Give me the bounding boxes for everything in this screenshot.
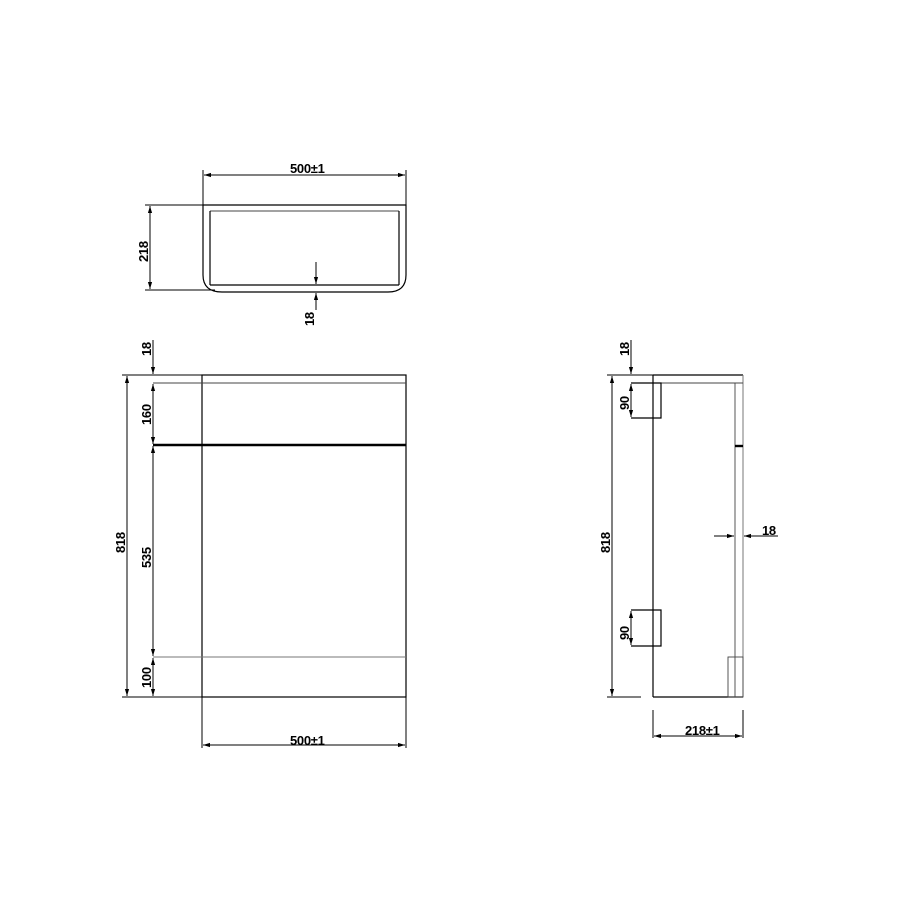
upper-bracket-label: 90 xyxy=(617,396,632,410)
lower-bracket-label: 90 xyxy=(617,626,632,640)
top-view-outline xyxy=(202,204,407,293)
front-top-panel-label: 18 xyxy=(139,342,154,356)
front-view: 818 18 160 535 100 500±1 xyxy=(113,340,407,748)
side-back-panel-label: 18 xyxy=(762,523,776,538)
front-drawer-label: 160 xyxy=(139,404,154,425)
side-depth-label: 218±1 xyxy=(685,723,720,738)
front-view-outline xyxy=(201,374,407,698)
side-top-panel-label: 18 xyxy=(617,342,632,356)
front-total-height-label: 818 xyxy=(113,532,128,553)
upper-bracket xyxy=(631,382,662,419)
front-door-label: 535 xyxy=(139,547,154,568)
top-view: 500±1 218 18 xyxy=(136,161,407,326)
plinth-block xyxy=(727,656,744,698)
side-view: 818 18 90 90 18 218±1 xyxy=(598,340,778,739)
top-panel-label: 18 xyxy=(302,312,317,326)
top-depth-label: 218 xyxy=(136,241,151,262)
side-total-height-label: 818 xyxy=(598,532,613,553)
top-width-label: 500±1 xyxy=(290,161,325,176)
lower-bracket xyxy=(631,609,662,647)
front-width-label: 500±1 xyxy=(290,733,325,748)
front-plinth-label: 100 xyxy=(139,667,154,688)
